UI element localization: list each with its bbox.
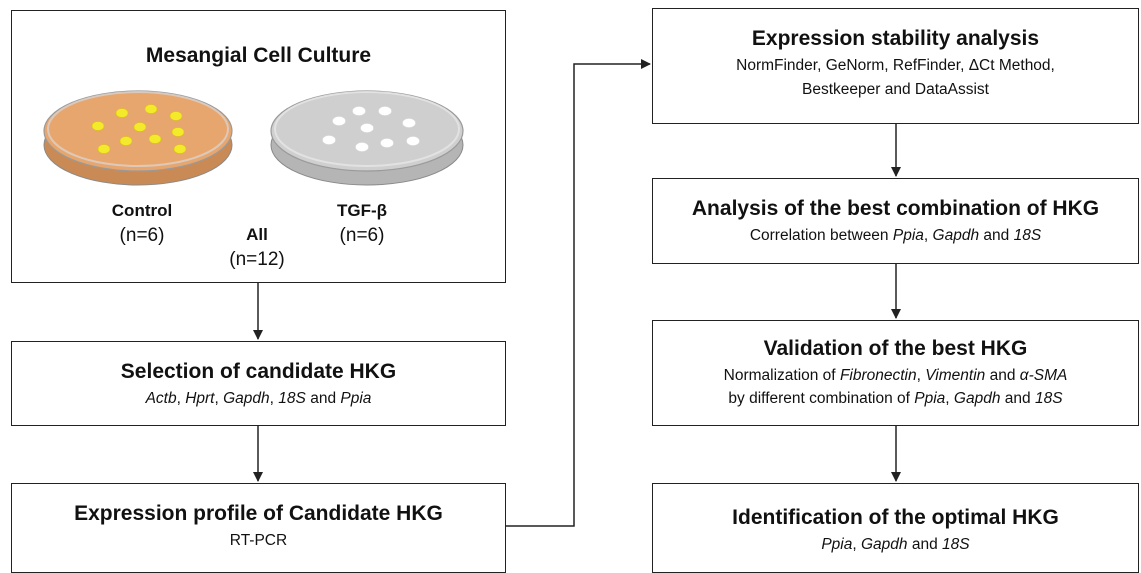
gene-actb: Actb <box>145 390 177 407</box>
selection-title: Selection of candidate HKG <box>120 360 397 383</box>
combination-gene-gapdh: Gapdh <box>932 227 980 244</box>
arrow-profile-to-stability <box>506 59 651 527</box>
combination-title: Analysis of the best combination of HKG <box>691 197 1100 220</box>
all-label: All <box>246 225 268 244</box>
combination-gene-ppia: Ppia <box>892 227 924 244</box>
control-label: Control <box>111 201 173 220</box>
marker-asma: α-SMA <box>1019 367 1068 384</box>
combination-prefix: Correlation between <box>749 227 889 244</box>
optimal-title: Identification of the optimal HKG <box>732 506 1059 529</box>
selection-box: Selection of candidate HKG Actb, Hprt, G… <box>11 341 506 426</box>
validation-line1: Normalization of Fibronectin, Vimentin a… <box>723 367 1068 384</box>
selection-joiner: and <box>310 390 337 407</box>
optimal-gene-18s: 18S <box>942 536 970 553</box>
marker-fibronectin: Fibronectin <box>839 367 917 384</box>
combination-gene-18s: 18S <box>1013 227 1042 244</box>
control-petri-dish-icon <box>43 90 233 186</box>
profile-box: Expression profile of Candidate HKG RT-P… <box>11 483 506 573</box>
marker-vimentin: Vimentin <box>925 367 986 384</box>
gene-ppia: Ppia <box>340 390 372 407</box>
stability-line2: Bestkeeper and DataAssist <box>802 81 989 98</box>
optimal-box: Identification of the optimal HKG Ppia, … <box>652 483 1139 573</box>
validation-box: Validation of the best HKG Normalization… <box>652 320 1139 426</box>
tgf-label: TGF-β <box>336 201 388 220</box>
validation-title: Validation of the best HKG <box>763 337 1028 360</box>
validation-gene-18s: 18S <box>1034 390 1063 407</box>
optimal-gene-ppia: Ppia <box>821 536 853 553</box>
tgf-petri-dish-icon <box>270 90 464 186</box>
gene-hprt: Hprt <box>185 390 215 407</box>
tgf-n: (n=6) <box>339 225 385 246</box>
culture-box: Mesangial Cell Culture <box>11 10 506 283</box>
culture-title: Mesangial Cell Culture <box>145 44 372 67</box>
validation-line2: by different combination of Ppia, Gapdh … <box>728 390 1063 407</box>
all-n: (n=12) <box>229 249 285 270</box>
profile-title: Expression profile of Candidate HKG <box>74 502 443 525</box>
validation-gene-gapdh: Gapdh <box>953 390 1001 407</box>
combination-box: Analysis of the best combination of HKG … <box>652 178 1139 264</box>
optimal-gene-gapdh: Gapdh <box>861 536 908 553</box>
stability-title: Expression stability analysis <box>751 27 1040 50</box>
gene-gapdh: Gapdh <box>223 390 270 407</box>
gene-18s: 18S <box>278 390 306 407</box>
selection-genes: Actb, Hprt, Gapdh, 18S and Ppia <box>145 390 372 407</box>
combination-text: Correlation between Ppia, Gapdh and 18S <box>749 227 1042 244</box>
profile-method: RT-PCR <box>229 532 288 549</box>
stability-line1: NormFinder, GeNorm, RefFinder, ΔCt Metho… <box>736 57 1055 74</box>
validation-gene-ppia: Ppia <box>914 390 946 407</box>
stability-box: Expression stability analysis NormFinder… <box>652 8 1139 124</box>
control-n: (n=6) <box>119 225 165 246</box>
optimal-genes: Ppia, Gapdh and 18S <box>821 536 970 553</box>
